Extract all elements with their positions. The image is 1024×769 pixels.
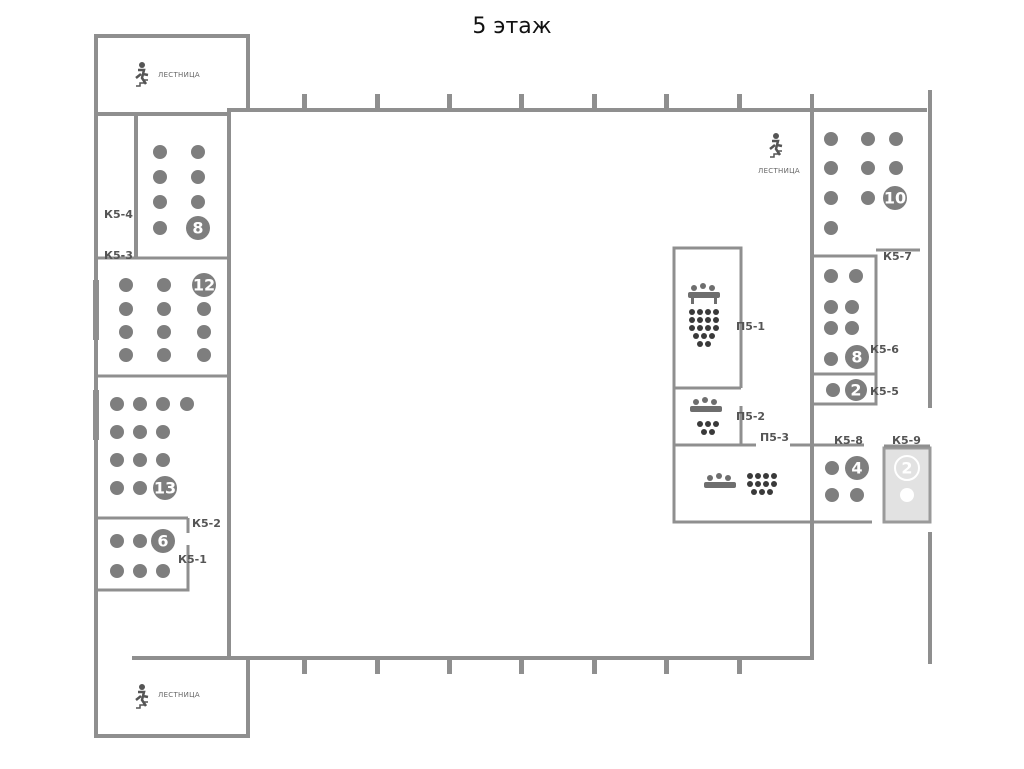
seat-count-badge (883, 186, 907, 210)
left-rooms-walls (94, 256, 229, 592)
seat-count: 10 (884, 189, 906, 208)
room-k5-2[interactable]: 13 К5-2 (110, 397, 221, 530)
meeting-table-icon (688, 283, 720, 304)
room-p5-3[interactable]: П5-3 (704, 431, 789, 495)
outer-walls (94, 34, 932, 738)
stairs-person-icon (135, 62, 149, 87)
room-label: К5-7 (883, 250, 912, 263)
seat-grid (689, 309, 719, 347)
seat-grid (747, 473, 777, 495)
room-label: П5-3 (760, 431, 789, 444)
seat-count-badge (192, 273, 216, 297)
seat-count: 12 (193, 276, 215, 295)
seat-count-badge (153, 476, 177, 500)
seat-count: 2 (901, 459, 912, 478)
unavailable-room-fill (882, 446, 932, 524)
room-label: К5-9 (892, 434, 921, 447)
room-label: К5-5 (870, 385, 899, 398)
window-posts (93, 94, 742, 674)
room-k5-1[interactable]: 6 К5-1 (110, 529, 207, 578)
seat-count-badge (845, 379, 867, 401)
room-p5-2[interactable]: П5-2 (690, 397, 765, 435)
stairs-label: ЛЕСТНИЦА (758, 167, 800, 175)
seat-count: 4 (851, 459, 862, 478)
seat-count: 6 (157, 532, 168, 551)
seat-count-badge (151, 529, 175, 553)
room-label: К5-8 (834, 434, 863, 447)
stairs-top-right[interactable]: ЛЕСТНИЦА (758, 133, 800, 175)
room-label: К5-6 (870, 343, 899, 356)
seat-count: 2 (850, 381, 861, 400)
seat-count-badge (894, 455, 920, 481)
seat-count-badge (845, 456, 869, 480)
stairs-label: ЛЕСТНИЦА (158, 691, 200, 699)
floor-title: 5 этаж (472, 14, 552, 39)
seat-count: 8 (851, 348, 862, 367)
stairs-top-left[interactable]: ЛЕСТНИЦА (135, 62, 200, 87)
stairs-label: ЛЕСТНИЦА (158, 71, 200, 79)
room-k5-4[interactable]: 8 К5-4 (104, 145, 210, 240)
seat-count: 13 (154, 479, 176, 498)
room-k5-3[interactable]: 12 (119, 273, 216, 362)
room-label-k5-3: К5-3 (104, 249, 133, 262)
stairs-person-icon (769, 133, 783, 158)
room-label: К5-4 (104, 208, 133, 221)
seat-count: 8 (192, 219, 203, 238)
room-label: К5-2 (192, 517, 221, 530)
seat-count-badge (845, 345, 869, 369)
room-label: К5-1 (178, 553, 207, 566)
stairs-bottom-left[interactable]: ЛЕСТНИЦА (135, 684, 200, 709)
stairs-person-icon (135, 684, 149, 709)
meeting-table-icon (704, 473, 736, 488)
room-k5-6[interactable]: 8 К5-6 (824, 269, 899, 369)
seat-count-badge (186, 216, 210, 240)
room-k5-5[interactable]: 2 К5-5 (826, 379, 899, 401)
meeting-block-walls (672, 246, 812, 524)
seat-grid (697, 421, 719, 435)
room-label: П5-1 (736, 320, 765, 333)
room-label: П5-2 (736, 410, 765, 423)
room-k5-7[interactable]: 10 К5-7 (824, 132, 912, 263)
room-p5-1[interactable]: П5-1 (688, 283, 765, 347)
room-k5-9[interactable]: К5-9 2 (882, 434, 932, 524)
room-k5-8[interactable]: К5-8 4 (825, 434, 869, 502)
meeting-table-icon (690, 397, 722, 412)
